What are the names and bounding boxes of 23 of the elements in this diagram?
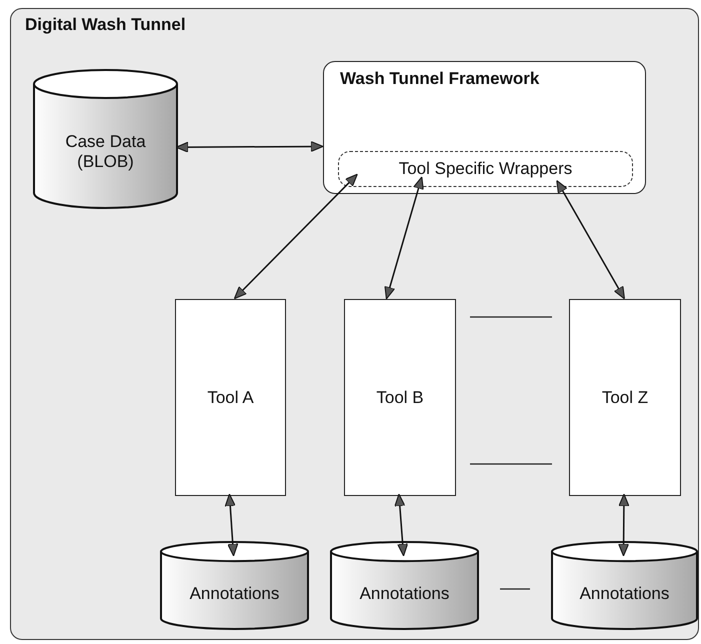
- framework-box: [323, 61, 646, 194]
- double-arrow: [234, 174, 358, 300]
- tool-box: [344, 299, 456, 496]
- double-arrow: [176, 141, 324, 153]
- container-panel: [10, 8, 699, 640]
- double-arrow: [618, 494, 630, 556]
- double-arrow: [394, 494, 408, 556]
- node-label: Annotations: [188, 584, 280, 604]
- heading: Wash Tunnel Framework: [340, 69, 540, 89]
- node-label: Tool Z: [600, 388, 650, 408]
- double-arrow: [384, 176, 424, 300]
- node-label: Case Data (BLOB): [64, 132, 147, 172]
- node-label: Annotations: [578, 584, 670, 604]
- double-arrow: [224, 494, 238, 556]
- dashed-rounded-box: [338, 151, 633, 187]
- tool-box: [569, 299, 681, 496]
- node-label: Annotations: [358, 584, 450, 604]
- tool-box: [175, 299, 286, 496]
- node-label: Tool Specific Wrappers: [398, 159, 574, 179]
- node-label: Tool A: [206, 388, 255, 408]
- heading: Digital Wash Tunnel: [25, 15, 186, 35]
- double-arrow: [556, 180, 625, 300]
- node-label: Tool B: [375, 388, 425, 408]
